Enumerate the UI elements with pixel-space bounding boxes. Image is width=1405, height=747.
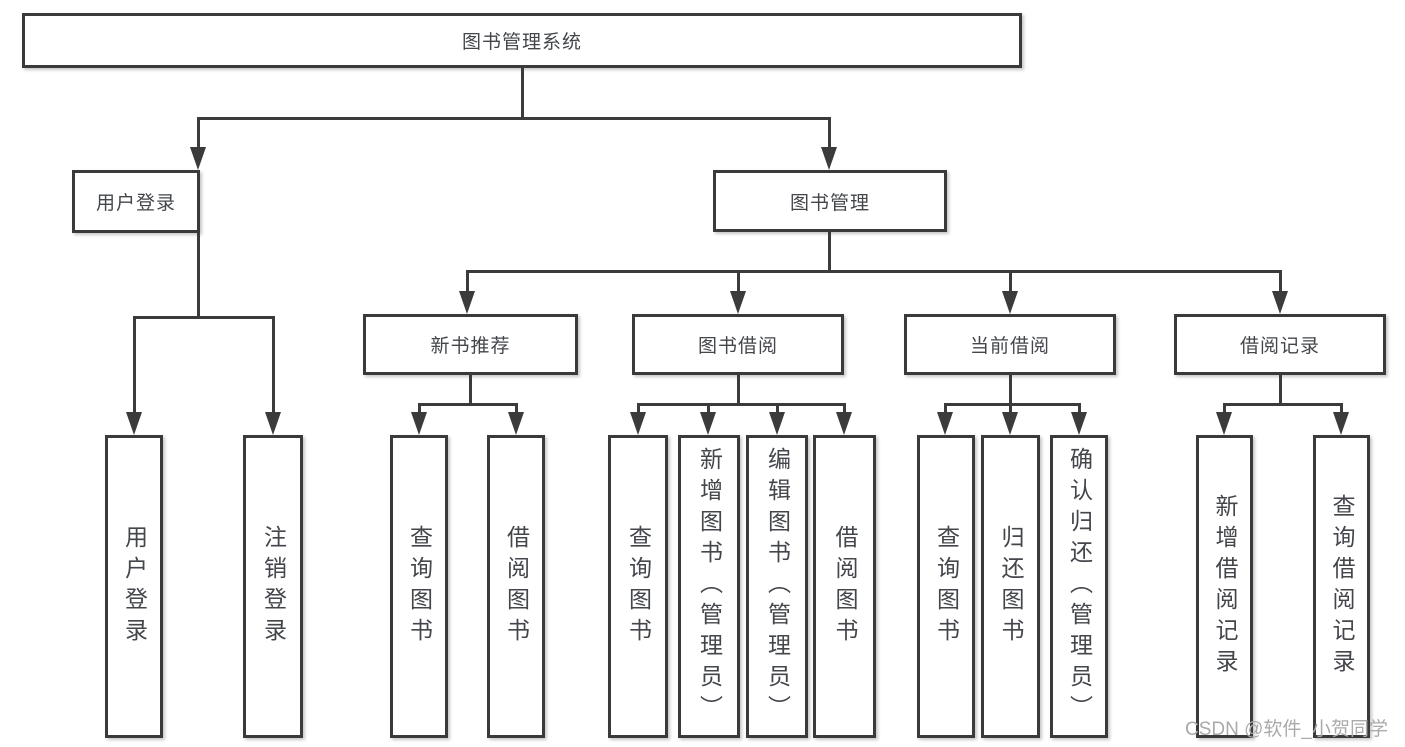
connector-line <box>1009 375 1012 406</box>
arrow-down-icon <box>265 412 281 435</box>
leaf-recommend-query-books-label: 查询图书 <box>406 524 433 649</box>
leaf-borrowing-query-books: 查询图书 <box>608 435 668 738</box>
connector-line <box>466 270 469 291</box>
node-new-book-recommend-label: 新书推荐 <box>430 336 511 357</box>
leaf-logout: 注销登录 <box>243 435 303 738</box>
arrow-down-icon <box>836 412 852 435</box>
leaf-current-query-books: 查询图书 <box>917 435 975 738</box>
arrow-down-icon <box>630 412 646 435</box>
connector-line <box>1279 375 1282 406</box>
leaf-user-login: 用户登录 <box>105 435 163 738</box>
leaf-borrowing-query-books-label: 查询图书 <box>625 524 652 649</box>
leaf-current-confirm-return-admin: 确认归还（管理员） <box>1050 435 1108 738</box>
node-root-label: 图书管理系统 <box>461 32 582 53</box>
connector-line <box>1078 403 1081 412</box>
node-root-library-system: 图书管理系统 <box>22 13 1022 68</box>
arrow-down-icon <box>190 147 206 170</box>
leaf-borrowing-edit-books-admin-label: 编辑图书（管理员） <box>764 447 791 726</box>
connector-line <box>469 375 472 406</box>
node-borrowing-records-label: 借阅记录 <box>1239 336 1320 357</box>
connector-line <box>197 117 200 147</box>
connector-line <box>637 403 640 412</box>
node-user-login-label: 用户登录 <box>95 193 176 214</box>
node-current-borrowing: 当前借阅 <box>904 314 1116 375</box>
leaf-borrowing-edit-books-admin: 编辑图书（管理员） <box>746 435 808 738</box>
node-book-borrowing-label: 图书借阅 <box>697 336 778 357</box>
arrow-down-icon <box>508 412 524 435</box>
leaf-borrowing-borrow-books: 借阅图书 <box>813 435 876 738</box>
connector-line <box>944 403 1081 406</box>
connector-line <box>418 403 421 412</box>
connector-line <box>466 270 1281 273</box>
arrow-down-icon <box>1002 412 1018 435</box>
connector-line <box>521 68 524 119</box>
node-new-book-recommend: 新书推荐 <box>363 314 578 375</box>
connector-line <box>1223 403 1226 412</box>
connector-line <box>133 316 275 319</box>
connector-line <box>828 117 831 147</box>
arrow-down-icon <box>1071 412 1087 435</box>
arrow-down-icon <box>937 412 953 435</box>
leaf-recommend-borrow-books: 借阅图书 <box>487 435 545 738</box>
arrow-down-icon <box>1216 412 1232 435</box>
arrow-down-icon <box>730 291 746 314</box>
connector-line <box>637 403 846 406</box>
arrow-down-icon <box>821 147 837 170</box>
arrow-down-icon <box>126 412 142 435</box>
csdn-watermark: CSDN @软件_小贺同学 <box>1185 719 1388 740</box>
leaf-records-add-record-label: 新增借阅记录 <box>1212 493 1238 680</box>
arrow-down-icon <box>769 412 785 435</box>
arrow-down-icon <box>1002 291 1018 314</box>
leaf-borrowing-add-books-admin: 新增图书（管理员） <box>678 435 740 738</box>
node-user-login: 用户登录 <box>72 170 200 233</box>
connector-line <box>197 233 200 319</box>
leaf-current-return-books-label: 归还图书 <box>998 524 1024 649</box>
node-book-management-label: 图书管理 <box>789 192 870 214</box>
leaf-records-query-record: 查询借阅记录 <box>1313 435 1370 738</box>
connector-line <box>944 403 947 412</box>
connector-line <box>1340 403 1343 412</box>
leaf-current-return-books: 归还图书 <box>981 435 1040 738</box>
node-borrowing-records: 借阅记录 <box>1174 314 1386 375</box>
leaf-current-confirm-return-admin-label: 确认归还（管理员） <box>1066 447 1093 726</box>
arrow-down-icon <box>459 291 475 314</box>
node-book-borrowing: 图书借阅 <box>632 314 844 375</box>
leaf-records-query-record-label: 查询借阅记录 <box>1329 493 1355 680</box>
node-current-borrowing-label: 当前借阅 <box>969 336 1050 357</box>
leaf-recommend-query-books: 查询图书 <box>390 435 448 738</box>
leaf-logout-label: 注销登录 <box>260 524 287 649</box>
leaf-recommend-borrow-books-label: 借阅图书 <box>503 524 530 649</box>
connector-line <box>737 270 740 291</box>
connector-line <box>843 403 846 412</box>
leaf-current-query-books-label: 查询图书 <box>933 524 960 649</box>
arrow-down-icon <box>1272 291 1288 314</box>
connector-line <box>737 375 740 406</box>
connector-line <box>1223 403 1343 406</box>
leaf-records-add-record: 新增借阅记录 <box>1196 435 1253 738</box>
connector-line <box>1009 403 1012 412</box>
connector-line <box>707 403 710 412</box>
connector-line <box>272 316 275 412</box>
arrow-down-icon <box>700 412 716 435</box>
connector-line <box>197 117 831 120</box>
leaf-borrowing-borrow-books-label: 借阅图书 <box>832 524 858 649</box>
connector-line <box>828 232 831 273</box>
connector-line <box>1009 270 1012 291</box>
node-book-management: 图书管理 <box>713 170 947 232</box>
leaf-borrowing-add-books-admin-label: 新增图书（管理员） <box>696 447 723 726</box>
connector-line <box>133 316 136 412</box>
connector-line <box>776 403 779 412</box>
connector-line <box>1279 270 1282 291</box>
arrow-down-icon <box>411 412 427 435</box>
leaf-user-login-label: 用户登录 <box>121 524 148 649</box>
arrow-down-icon <box>1333 412 1349 435</box>
connector-line <box>418 403 518 406</box>
connector-line <box>515 403 518 412</box>
